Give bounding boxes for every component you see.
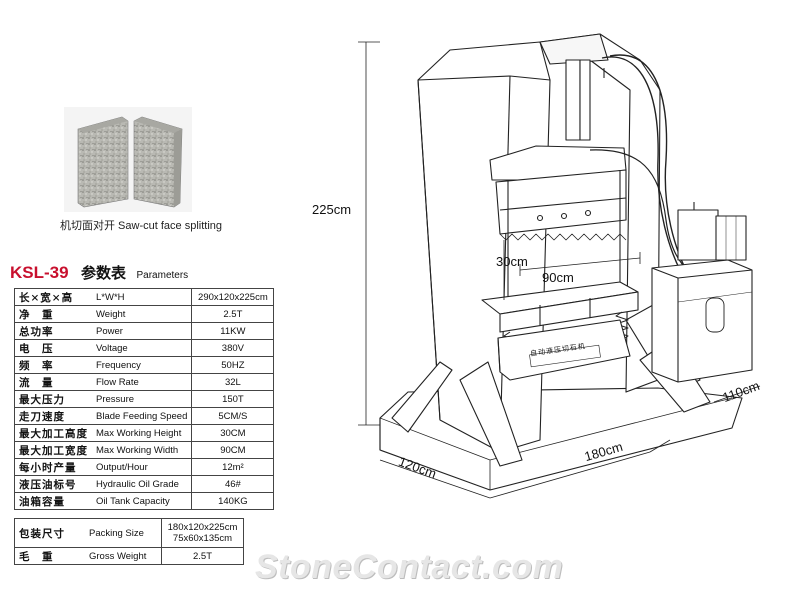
spec-label-en: Frequency — [92, 356, 193, 374]
gross-weight-value: 2.5T — [161, 547, 244, 565]
spec-label-cn: 最大加工高度 — [14, 424, 92, 442]
spec-value: 290x120x225cm — [191, 288, 275, 306]
spec-value: 2.5T — [191, 305, 275, 323]
spec-value: 46# — [191, 475, 275, 493]
spec-label-en: Blade Feeding Speed — [92, 407, 193, 425]
spec-label-en: Weight — [92, 305, 193, 323]
spec-label-cn: 走刀速度 — [14, 407, 92, 425]
spec-label-cn: 长×宽×高 — [14, 288, 92, 306]
spec-label-en: Hydraulic Oil Grade — [92, 475, 193, 493]
spec-label-cn: 净 重 — [14, 305, 92, 323]
spec-label-cn: 最大压力 — [14, 390, 92, 408]
spec-label-cn: 流 量 — [14, 373, 92, 391]
spec-value: 50HZ — [191, 356, 275, 374]
model-number: KSL-39 — [10, 263, 69, 282]
spec-value: 32L — [191, 373, 275, 391]
watermark: StoneContact.com — [255, 548, 564, 586]
spec-label-en: Output/Hour — [92, 458, 193, 476]
spec-value: 150T — [191, 390, 275, 408]
gross-weight-cn: 毛 重 — [14, 547, 85, 565]
machine-drawing: 225cm 30cm 90cm 110cm 180cm 120cm 自动液压切石… — [312, 20, 800, 500]
packing-size-en: Packing Size — [85, 518, 162, 548]
max-width-dimension-label: 90cm — [542, 270, 574, 285]
spec-label-cn: 每小时产量 — [14, 458, 92, 476]
spec-label-cn: 液压油标号 — [14, 475, 92, 493]
spec-value: 5CM/S — [191, 407, 275, 425]
parameters-title: KSL-39 参数表 Parameters — [10, 262, 188, 283]
spec-value: 140KG — [191, 492, 275, 510]
spec-label-en: Pressure — [92, 390, 193, 408]
height-dimension-label: 225cm — [312, 202, 352, 217]
title-en: Parameters — [136, 270, 189, 281]
spec-label-en: Oil Tank Capacity — [92, 492, 193, 510]
spec-label-en: Flow Rate — [92, 373, 193, 391]
packing-size-value-1: 180x120x225cm — [167, 522, 238, 533]
packing-size-value: 180x120x225cm 75x60x135cm — [161, 518, 244, 548]
packing-table: 包装尺寸 Packing Size 180x120x225cm 75x60x13… — [14, 518, 244, 565]
max-height-dimension-label: 30cm — [496, 254, 528, 269]
spec-value: 12m² — [191, 458, 275, 476]
sample-photo — [64, 107, 192, 212]
sample-caption: 机切面对开 Saw-cut face splitting — [60, 220, 222, 232]
title-cn: 参数表 — [81, 265, 127, 282]
spec-label-cn: 频 率 — [14, 356, 92, 374]
spec-label-en: L*W*H — [92, 288, 193, 306]
spec-label-en: Max Working Width — [92, 441, 193, 459]
packing-size-cn: 包装尺寸 — [14, 518, 85, 548]
spec-label-cn: 总功率 — [14, 322, 92, 340]
spec-value: 380V — [191, 339, 275, 357]
spec-value: 30CM — [191, 424, 275, 442]
spec-label-cn: 最大加工宽度 — [14, 441, 92, 459]
spec-label-cn: 油箱容量 — [14, 492, 92, 510]
packing-size-value-2: 75x60x135cm — [172, 533, 233, 544]
spec-label-en: Power — [92, 322, 193, 340]
table-row: 包装尺寸 Packing Size 180x120x225cm 75x60x13… — [14, 518, 244, 548]
spec-label-en: Max Working Height — [92, 424, 193, 442]
spec-value: 90CM — [191, 441, 275, 459]
table-row: 毛 重 Gross Weight 2.5T — [14, 547, 244, 565]
spec-label-cn: 电 压 — [14, 339, 92, 357]
gross-weight-en: Gross Weight — [85, 547, 162, 565]
spec-label-en: Voltage — [92, 339, 193, 357]
spec-value: 11KW — [191, 322, 275, 340]
